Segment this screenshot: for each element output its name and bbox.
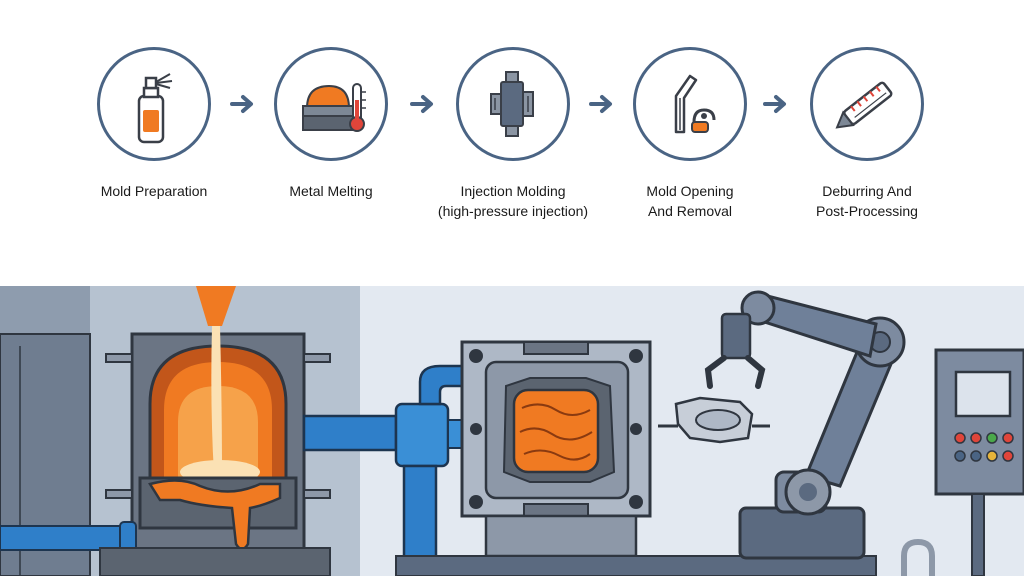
step-icon-circle [274, 47, 388, 161]
arrow-right-icon [230, 95, 253, 113]
molten-stream [211, 326, 222, 474]
melting-furnace-icon [302, 83, 366, 132]
step-label-line: Mold Preparation [100, 183, 208, 199]
step-label: Metal Melting [241, 181, 421, 201]
injection-mold-block [460, 340, 652, 558]
step-label: Injection Molding (high-pressure injecti… [423, 181, 603, 221]
control-panel [934, 348, 1024, 576]
arrow-right-icon [763, 95, 786, 113]
step-label: Mold Opening And Removal [600, 181, 780, 221]
step-icon-circle [810, 47, 924, 161]
step-icon-circle [456, 47, 570, 161]
injection-pipe [302, 364, 469, 560]
robot-arm [704, 290, 906, 560]
machine-base [395, 555, 877, 576]
step-label-line: Deburring And [822, 183, 912, 199]
step-label-line: (high-pressure injection) [437, 203, 589, 219]
step-label-line: And Removal [647, 203, 733, 219]
step-label-line: Post-Processing [816, 203, 918, 219]
step-label-line: Mold Opening [646, 183, 734, 199]
step-label-line: Injection Molding [460, 183, 566, 199]
step-label: Deburring And Post-Processing [777, 181, 957, 221]
cast-part [658, 396, 770, 444]
step-icon-circle [97, 47, 211, 161]
arrow-right-icon [589, 95, 612, 113]
process-flow-panel: Mold Preparation Metal Melting [0, 0, 1024, 286]
injection-mold-icon [490, 71, 534, 137]
die-casting-machine-illustration [0, 286, 1024, 576]
pour-spout [196, 286, 236, 326]
deburring-tool-icon [835, 81, 893, 129]
step-icon-circle [633, 47, 747, 161]
spray-bottle-icon [137, 73, 173, 144]
step-label: Mold Preparation [64, 181, 244, 201]
arrow-right-icon [410, 95, 433, 113]
mold-removal-icon [674, 74, 716, 134]
step-label-line: Metal Melting [289, 183, 373, 199]
